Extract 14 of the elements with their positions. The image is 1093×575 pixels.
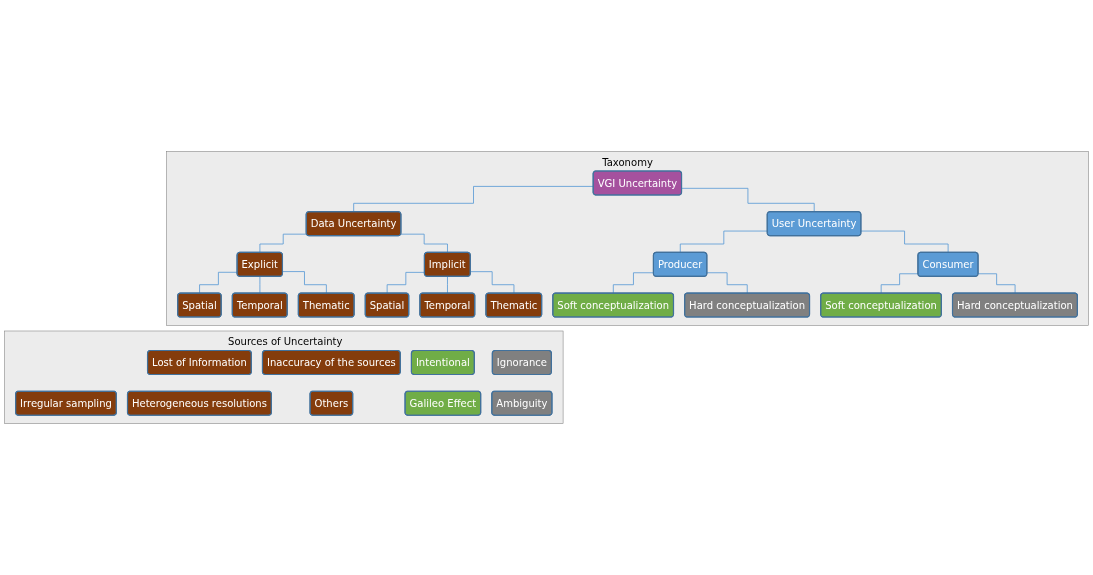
connector [259, 233, 308, 254]
connector [447, 276, 449, 294]
connector [400, 233, 449, 254]
connector [353, 186, 594, 213]
connector [706, 272, 748, 294]
connector [681, 187, 815, 213]
connector [860, 230, 949, 254]
connector [199, 271, 238, 294]
connector [282, 271, 327, 294]
connector [880, 273, 919, 294]
connector [679, 230, 768, 254]
connector [977, 273, 1016, 294]
connector [259, 276, 261, 294]
connector [470, 271, 515, 294]
